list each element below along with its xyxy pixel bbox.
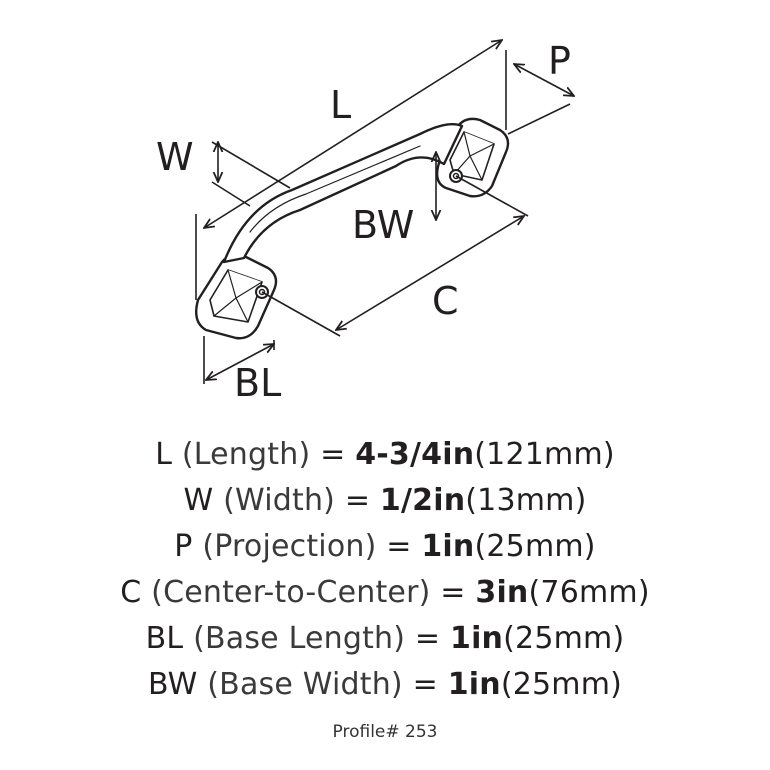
center-dimension-line — [336, 216, 524, 330]
spec-label: (Projection) — [202, 529, 377, 564]
dimension-lines — [195, 40, 574, 384]
label-W: W — [156, 135, 194, 179]
base-length-dimension-line — [206, 344, 274, 380]
spec-row-base-length: BL (Base Length) = 1in(25mm) — [0, 616, 770, 662]
length-dimension-line — [204, 40, 502, 228]
projection-extension — [507, 103, 571, 135]
spec-code: C — [120, 575, 142, 610]
spec-equals: = — [414, 621, 441, 656]
width-extension-bottom — [211, 181, 251, 207]
label-BL: BL — [234, 361, 281, 405]
label-BW: BW — [352, 203, 414, 247]
spec-code: W — [183, 483, 214, 518]
spec-equals: = — [320, 437, 346, 472]
spec-metric: (13mm) — [465, 483, 587, 518]
spec-row-width: W (Width) = 1/2in(13mm) — [0, 478, 770, 524]
label-C: C — [432, 279, 459, 323]
spec-imperial: 3in — [475, 575, 529, 610]
spec-code: P — [174, 529, 193, 564]
spec-code: L — [155, 437, 173, 472]
spec-equals: = — [344, 483, 371, 518]
profile-number: Profile# 253 — [332, 722, 438, 742]
spec-imperial: 1in — [450, 621, 504, 656]
spec-label: (Width) — [223, 483, 336, 518]
spec-label: (Base Length) — [193, 621, 406, 656]
dimension-spec-list: L (Length) = 4-3/4in(121mm) W (Width) = … — [0, 432, 770, 708]
spec-code: BW — [147, 667, 198, 702]
spec-imperial: 1in — [421, 529, 475, 564]
spec-metric: (25mm) — [474, 529, 596, 564]
spec-row-center-to-center: C (Center-to-Center) = 3in(76mm) — [0, 570, 770, 616]
handle-dimension-diagram: L W P BW C BL — [156, 0, 770, 405]
spec-imperial: 1in — [447, 667, 501, 702]
center-extension-right — [455, 175, 529, 217]
spec-metric: (76mm) — [528, 575, 650, 610]
spec-imperial: 1/2in — [379, 483, 466, 518]
projection-dimension-line — [514, 64, 574, 96]
spec-imperial: 4-3/4in — [355, 437, 475, 472]
spec-equals: = — [440, 575, 466, 610]
spec-label: (Length) — [181, 437, 311, 472]
spec-metric: (25mm) — [500, 667, 623, 702]
center-extension-left — [261, 291, 341, 337]
spec-label: (Center-to-Center) — [151, 575, 431, 610]
spec-metric: (25mm) — [503, 621, 625, 656]
spec-code: BL — [145, 621, 184, 656]
width-extension-top — [211, 141, 291, 189]
spec-row-base-width: BW (Base Width) = 1in(25mm) — [0, 662, 770, 708]
spec-metric: (121mm) — [474, 437, 615, 472]
spec-row-projection: P (Projection) = 1in(25mm) — [0, 524, 770, 570]
spec-equals: = — [412, 667, 438, 702]
spec-label: (Base Width) — [207, 667, 403, 702]
spec-equals: = — [386, 529, 412, 564]
spec-row-length: L (Length) = 4-3/4in(121mm) — [0, 432, 770, 478]
label-L: L — [330, 83, 351, 127]
left-base-facet — [213, 269, 263, 323]
label-P: P — [548, 39, 571, 83]
